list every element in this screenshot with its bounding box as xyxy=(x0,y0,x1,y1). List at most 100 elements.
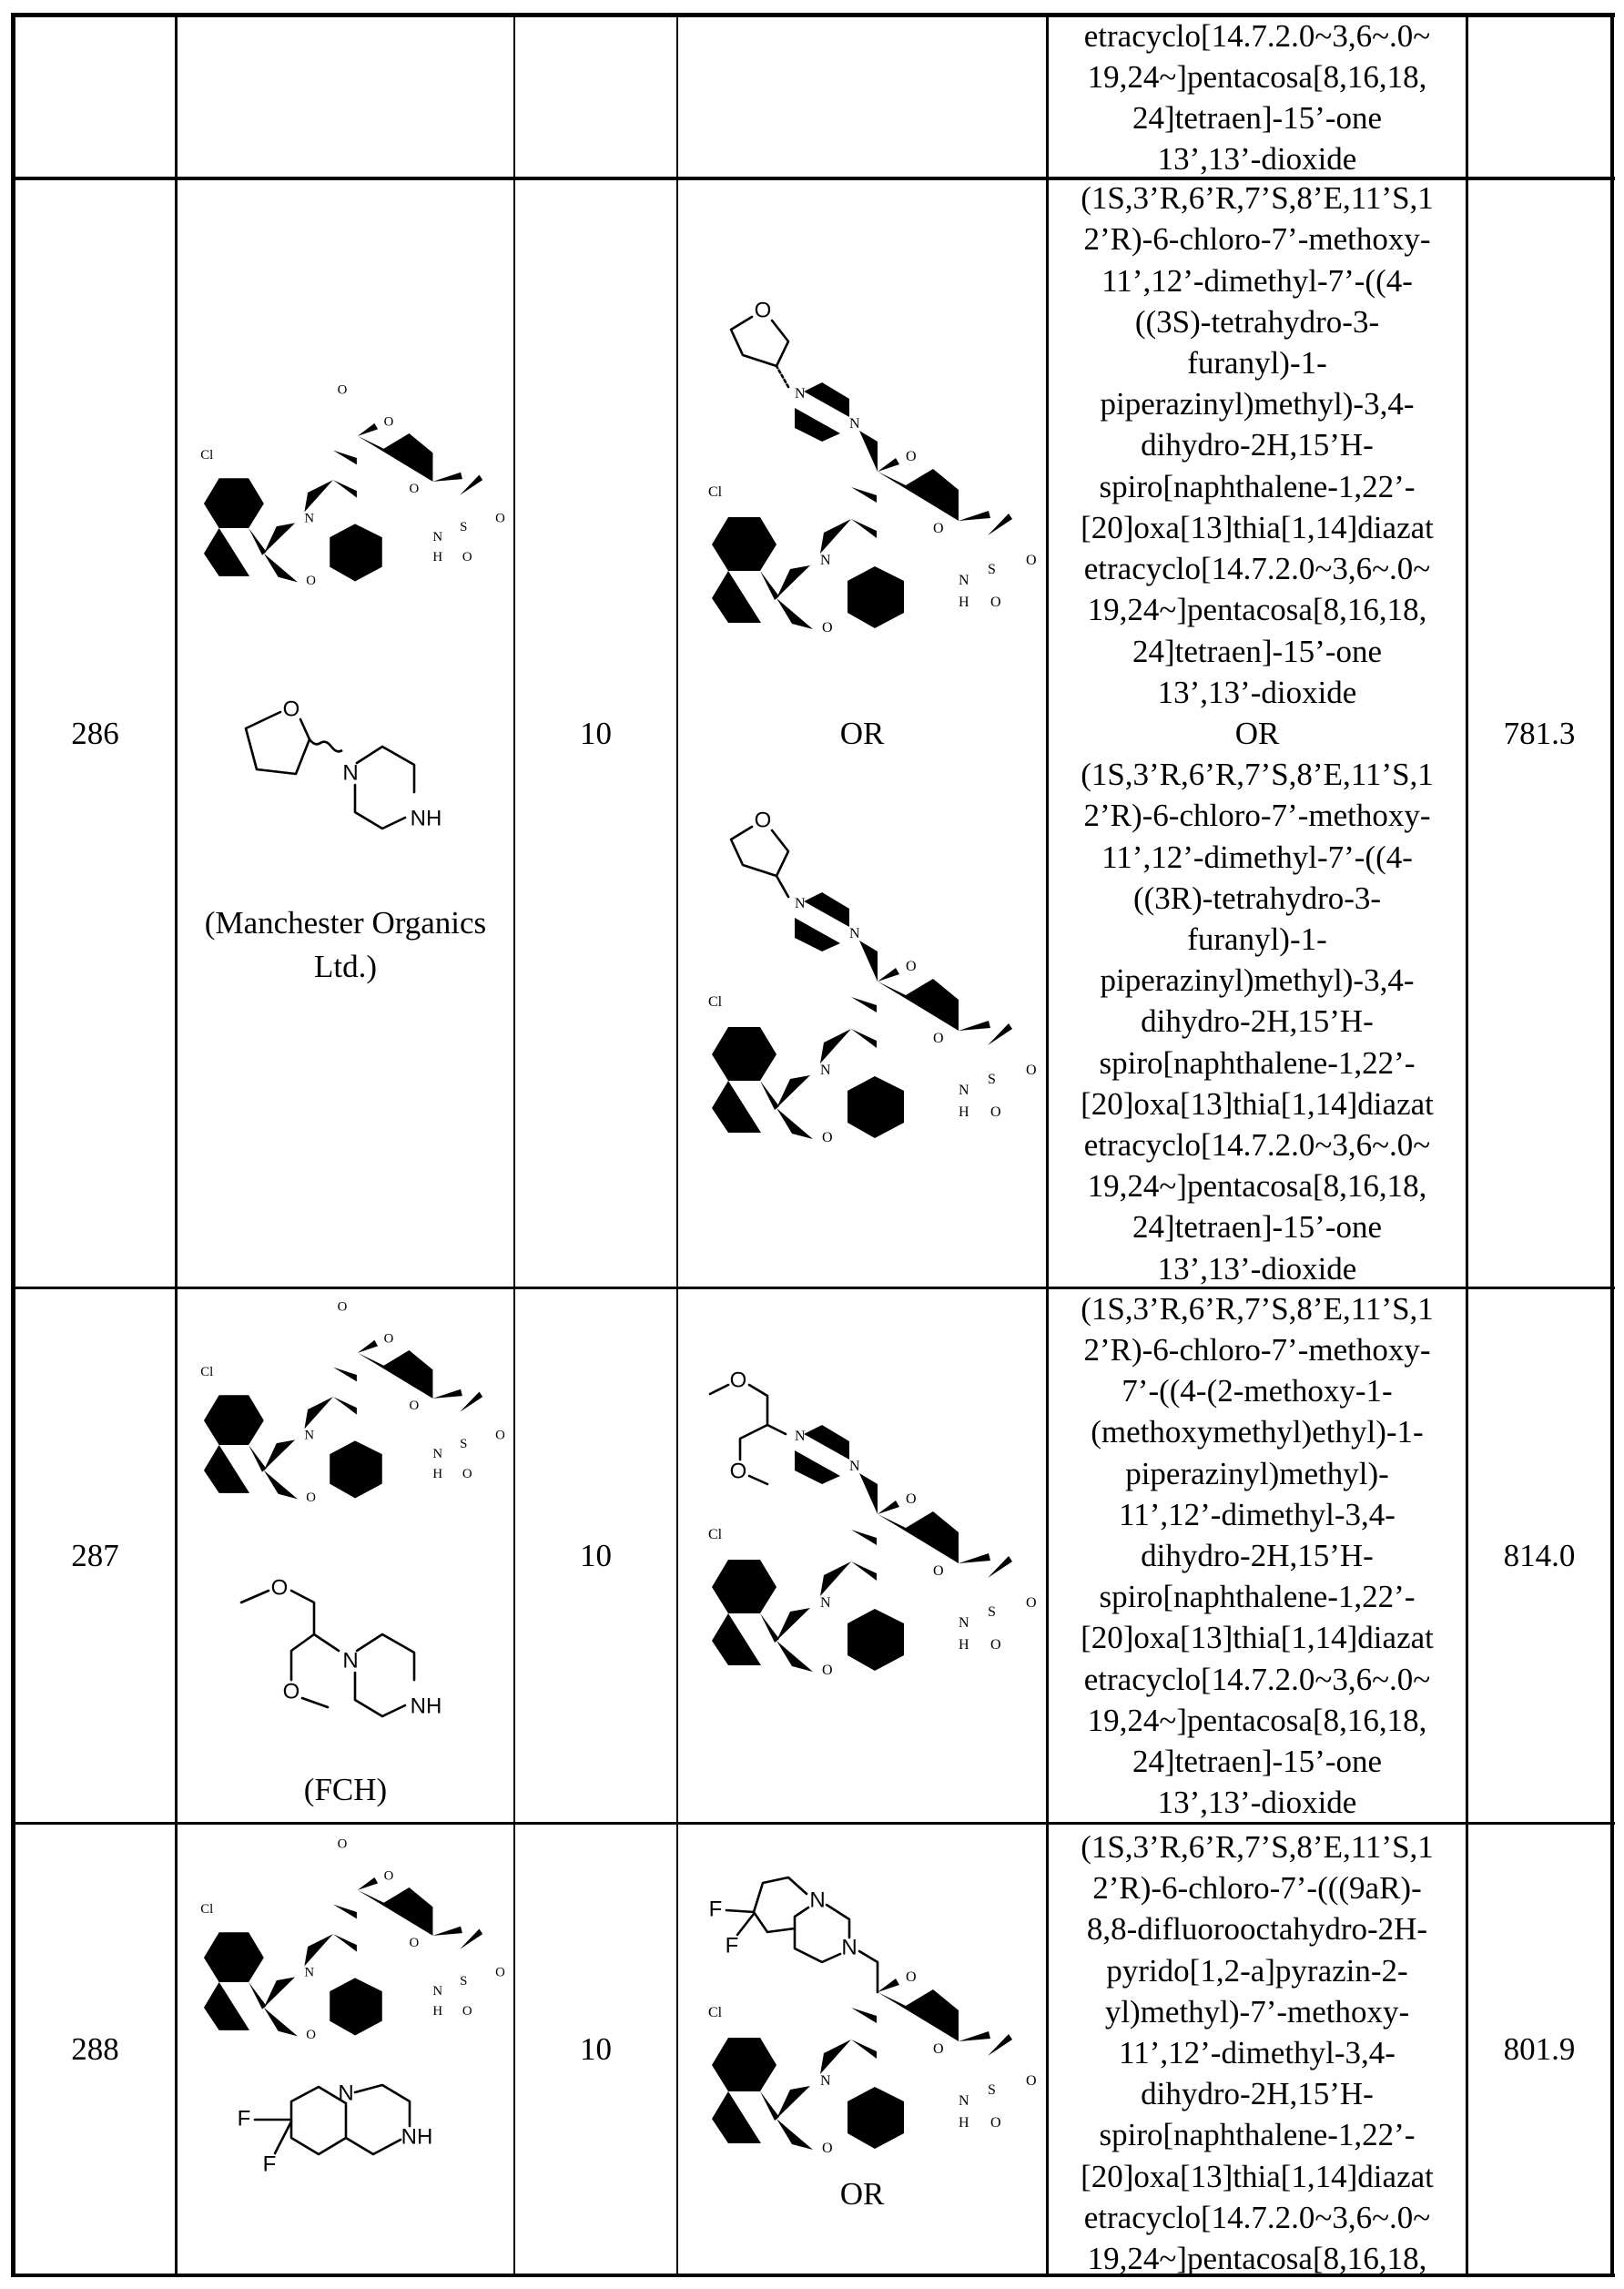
compound-name-line: piperazinyl)methyl)- xyxy=(1049,1453,1466,1494)
compound-name-line: furanyl)-1- xyxy=(1049,919,1466,960)
compound-name-line: furanyl)-1- xyxy=(1049,342,1466,383)
example-number: 286 xyxy=(15,180,175,1287)
compound-name-line: 13’,13’-dioxide xyxy=(1049,672,1466,713)
svg-text:N: N xyxy=(342,760,358,785)
compound-name-line: 13’,13’-dioxide xyxy=(1049,1782,1466,1822)
svg-text:N: N xyxy=(342,1648,358,1673)
svg-text:N: N xyxy=(809,1887,825,1912)
compound-name-line: 11’,12’-dimethyl-3,4- xyxy=(1049,1494,1466,1535)
compound-name: (1S,3’R,6’R,7’S,8’E,11’S,12’R)-6-chloro-… xyxy=(1049,180,1466,1287)
compound-name-line: 7’-((4-(2-methoxy-1- xyxy=(1049,1370,1466,1411)
compound-name-line: 2’R)-6-chloro-7’-methoxy- xyxy=(1049,1329,1466,1370)
compound-name-line: [20]oxa[13]thia[1,14]diazat xyxy=(1049,1083,1466,1124)
svg-text:NH: NH xyxy=(411,806,442,830)
compound-name-line: spiro[naphthalene-1,22’- xyxy=(1049,1043,1466,1083)
compound-name-line: [20]oxa[13]thia[1,14]diazat xyxy=(1049,507,1466,548)
product-structure-3s: O xyxy=(681,291,1045,692)
compound-name-line: 11’,12’-dimethyl-7’-((4- xyxy=(1049,260,1466,301)
compound-name-line: (1S,3’R,6’R,7’S,8’E,11’S,1 xyxy=(1049,180,1466,219)
equivalents: 10 xyxy=(515,1825,676,2274)
compound-name-line: ((3R)-tetrahydro-3- xyxy=(1049,878,1466,919)
product-structure: O O xyxy=(681,1366,1045,1712)
compound-name-line: 13’,13’-dioxide xyxy=(1049,1248,1466,1287)
reagent-supplier: (FCH) xyxy=(178,1768,513,1812)
compound-name-line: etracyclo[14.7.2.0~3,6~.0~ xyxy=(1049,2197,1466,2238)
compound-name-line: dihydro-2H,15’H- xyxy=(1049,1001,1466,1042)
svg-text:NH: NH xyxy=(411,1694,442,1718)
compound-name-line: (1S,3’R,6’R,7’S,8’E,11’S,1 xyxy=(1049,1289,1466,1329)
svg-text:F: F xyxy=(238,2106,251,2131)
compound-name-line: 2’R)-6-chloro-7’-methoxy- xyxy=(1049,795,1466,836)
compound-name-line: 11’,12’-dimethyl-7’-((4- xyxy=(1049,837,1466,878)
compound-name-line: dihydro-2H,15’H- xyxy=(1049,1535,1466,1576)
compound-name-line: yl)methyl)-7’-methoxy- xyxy=(1049,1991,1466,2032)
row-divider xyxy=(11,1822,1615,1825)
product-structure: N N F F xyxy=(681,1830,1045,2167)
compound-name-line: etracyclo[14.7.2.0~3,6~.0~ xyxy=(1049,548,1466,589)
compound-name-line: etracyclo[14.7.2.0~3,6~.0~ xyxy=(1049,18,1466,56)
compound-name-line: 13’,13’-dioxide xyxy=(1049,138,1466,177)
table-border-right xyxy=(1610,13,1614,2277)
compound-name-line: ((3S)-tetrahydro-3- xyxy=(1049,301,1466,342)
svg-text:F: F xyxy=(263,2152,277,2176)
compound-name-line: 24]tetraen]-15’-one xyxy=(1049,1206,1466,1247)
reagent-supplier: (Manchester Organics Ltd.) xyxy=(178,901,513,989)
equivalents: 10 xyxy=(515,1289,676,1822)
compound-name-line: pyrido[1,2-a]pyrazin-2- xyxy=(1049,1950,1466,1991)
starting-material-structure xyxy=(175,1304,513,1515)
table-border-top xyxy=(11,13,1615,17)
compound-name-line: 19,24~]pentacosa[8,16,18, xyxy=(1049,56,1466,97)
compound-name-line: etracyclo[14.7.2.0~3,6~.0~ xyxy=(1049,1124,1466,1165)
product-separator: OR xyxy=(677,2176,1047,2213)
compound-name-line: (methoxymethyl)ethyl)-1- xyxy=(1049,1411,1466,1452)
mass-value: 781.3 xyxy=(1468,180,1610,1287)
compound-name-line: [20]oxa[13]thia[1,14]diazat xyxy=(1049,2156,1466,2197)
compound-name-line: (1S,3’R,6’R,7’S,8’E,11’S,1 xyxy=(1049,1826,1466,1867)
compound-name-line: spiro[naphthalene-1,22’- xyxy=(1049,1576,1466,1617)
table-border-bottom xyxy=(11,2274,1615,2277)
mass-value: 814.0 xyxy=(1468,1289,1610,1822)
svg-text:O: O xyxy=(283,697,300,721)
compound-name-line: dihydro-2H,15’H- xyxy=(1049,2073,1466,2114)
svg-text:O: O xyxy=(730,1459,747,1483)
compound-name-line: 2’R)-6-chloro-7’-methoxy- xyxy=(1049,219,1466,259)
reagent-structure: N NH F F xyxy=(218,2049,482,2258)
compound-name-line: 11’,12’-dimethyl-3,4- xyxy=(1049,2032,1466,2073)
compound-name-line: 24]tetraen]-15’-one xyxy=(1049,631,1466,672)
svg-text:F: F xyxy=(726,1933,739,1958)
example-number: 288 xyxy=(15,1825,175,2274)
svg-text:O: O xyxy=(730,1368,747,1392)
compound-name-line: OR xyxy=(1049,713,1466,754)
compound-name-line: dihydro-2H,15’H- xyxy=(1049,424,1466,465)
compound-name-line: 19,24~]pentacosa[8,16,18, xyxy=(1049,1700,1466,1741)
column-divider xyxy=(676,13,678,2277)
compound-name: etracyclo[14.7.2.0~3,6~.0~19,24~]pentaco… xyxy=(1049,18,1466,177)
compound-name: (1S,3’R,6’R,7’S,8’E,11’S,12’R)-6-chloro-… xyxy=(1049,1289,1466,1822)
product-structure-3r: O xyxy=(681,801,1045,1202)
svg-text:O: O xyxy=(283,1679,300,1704)
compound-name: (1S,3’R,6’R,7’S,8’E,11’S,12’R)-6-chloro-… xyxy=(1049,1826,1466,2274)
compound-name-line: spiro[naphthalene-1,22’- xyxy=(1049,2114,1466,2155)
svg-text:NH: NH xyxy=(401,2124,433,2149)
compound-name-line: [20]oxa[13]thia[1,14]diazat xyxy=(1049,1617,1466,1658)
compound-name-line: 19,24~]pentacosa[8,16,18, xyxy=(1049,1165,1466,1206)
equivalents: 10 xyxy=(515,180,676,1287)
starting-material-structure xyxy=(175,387,513,598)
svg-text:N: N xyxy=(338,2080,353,2105)
compound-name-line: 19,24~]pentacosa[8,16,18, xyxy=(1049,589,1466,630)
reagent-structure: O N NH xyxy=(218,683,482,892)
compound-name-line: 8,8-difluorooctahydro-2H- xyxy=(1049,1908,1466,1949)
svg-text:N: N xyxy=(841,1935,857,1959)
compound-name-line: 2’R)-6-chloro-7’-(((9aR)- xyxy=(1049,1867,1466,1908)
compound-name-line: piperazinyl)methyl)-3,4- xyxy=(1049,383,1466,424)
compound-name-line: piperazinyl)methyl)-3,4- xyxy=(1049,960,1466,1001)
compound-name-line: 24]tetraen]-15’-one xyxy=(1049,97,1466,138)
svg-text:O: O xyxy=(755,808,772,832)
compound-name-line: (1S,3’R,6’R,7’S,8’E,11’S,1 xyxy=(1049,754,1466,795)
compound-name-line: spiro[naphthalene-1,22’- xyxy=(1049,466,1466,507)
compound-name-line: 19,24~]pentacosa[8,16,18, xyxy=(1049,2238,1466,2274)
reagent-structure: O O N NH xyxy=(218,1571,482,1780)
mass-value: 801.9 xyxy=(1468,1825,1610,2274)
starting-material-structure xyxy=(175,1841,513,2052)
product-separator: OR xyxy=(677,716,1047,752)
